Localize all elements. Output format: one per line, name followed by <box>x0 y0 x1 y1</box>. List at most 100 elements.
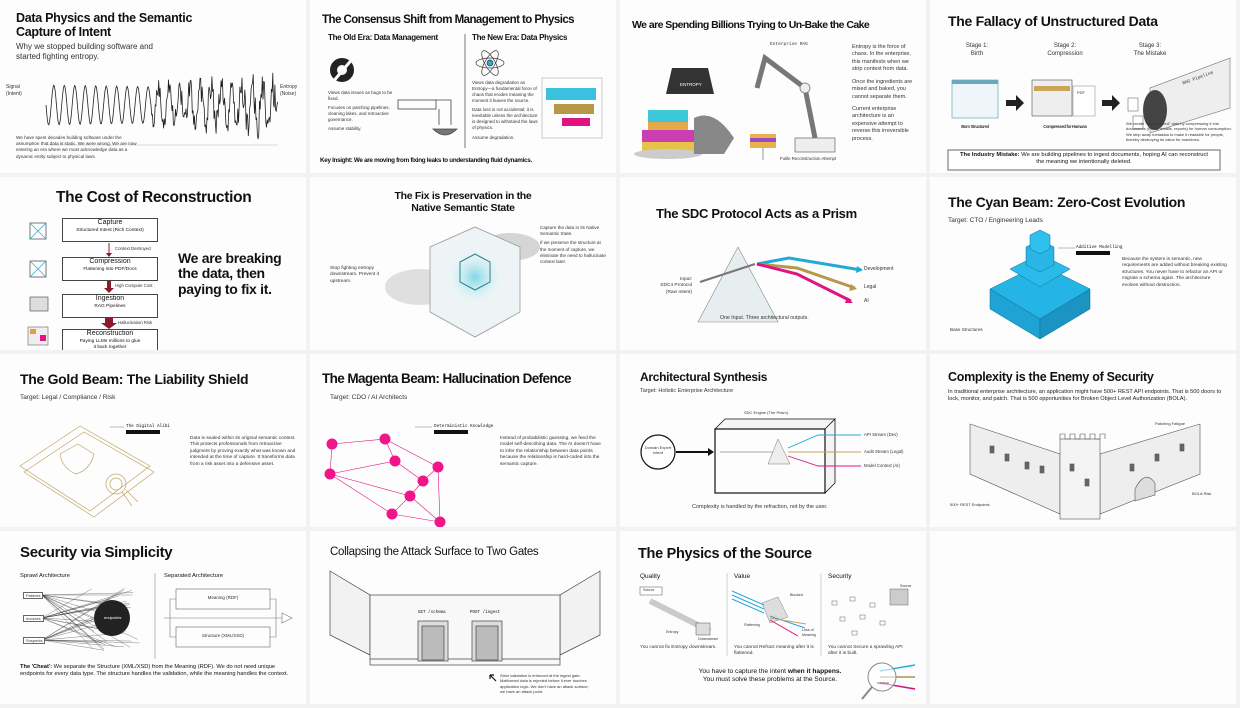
graph-node <box>325 469 336 480</box>
label-patching-fatigue: Patching Fatigue <box>1155 421 1185 426</box>
graph-node <box>433 462 444 473</box>
graph-node <box>380 434 391 445</box>
slide-fallacy-unstructured[interactable]: The Fallacy of Unstructured Data Stage 1… <box>930 0 1236 173</box>
graph-edge <box>332 439 385 444</box>
source-invoices: Invoices <box>23 615 44 622</box>
output-development: Development <box>864 266 893 273</box>
slide-text: Instead of probabilistic guessing, we fe… <box>500 436 606 468</box>
graph-node <box>390 456 401 467</box>
statement: We are breaking the data, then paying to… <box>178 251 298 297</box>
security-text: You cannot Secure a sprawling API after … <box>828 645 912 658</box>
step-ingestion: IngestionRAG Pipelines <box>62 294 158 318</box>
slide-sdc-prism[interactable]: The SDC Protocol Acts as a Prism Input: … <box>620 177 926 350</box>
cheat-text: The 'Cheat': We separate the Structure (… <box>20 664 300 679</box>
value-label-blocked: Blocked <box>790 593 803 598</box>
graph-node <box>387 509 398 520</box>
slide-security-simplicity[interactable]: Security via Simplicity Sprawl Architect… <box>0 531 306 704</box>
source-suspects: Suspects <box>23 637 45 644</box>
output-legal: Legal <box>864 284 876 291</box>
graph-edge <box>330 474 392 514</box>
born-structured-caption: Born Structured <box>952 124 998 130</box>
atom-icon <box>476 48 504 77</box>
callout-label: The Digital Alibi <box>126 424 170 429</box>
slide-two-gates[interactable]: Collapsing the Attack Surface to Two Gat… <box>310 531 616 704</box>
stream-model: Model Context (AI) <box>864 463 900 469</box>
slide-consensus-shift[interactable]: The Consensus Shift from Management to P… <box>310 0 616 173</box>
gear-wrench-icon <box>330 57 354 83</box>
gate-get-schema[interactable]: GET /schema <box>418 611 446 615</box>
stages-illustration <box>930 0 1236 173</box>
graph-edge <box>438 467 440 522</box>
right-text: Capture the data in its Native Semantic … <box>540 225 606 265</box>
slide-data-physics[interactable]: Data Physics and the Semantic Capture of… <box>0 0 306 173</box>
slide-gold-beam[interactable]: The Gold Beam: The Liability Shield Targ… <box>0 354 306 527</box>
slide-cost-reconstruction[interactable]: The Cost of Reconstruction CaptureStruct… <box>0 177 306 350</box>
graph-node <box>327 439 338 450</box>
output-ai: AI <box>864 298 869 305</box>
caption: Complexity is handled by the refraction,… <box>692 504 827 511</box>
callout-label: Deterministic Knowledge <box>434 424 493 429</box>
graph-edge <box>410 496 440 522</box>
pipe-icon <box>398 100 457 135</box>
lens-label: SOURCE <box>877 682 889 686</box>
slide-complexity-security[interactable]: Complexity is the Enemy of Security In t… <box>930 354 1236 527</box>
input-label: Input: SDC4 Protocol (Raw Intent) <box>648 277 692 296</box>
weight-icon <box>666 68 714 94</box>
quality-label-entropy: Entropy <box>666 630 678 635</box>
sprawl-connection <box>42 593 133 595</box>
prism-diagram <box>620 177 926 350</box>
slide-text: Data is sealed within its original seman… <box>190 436 296 468</box>
slide-architectural-synthesis[interactable]: Architectural Synthesis Target: Holistic… <box>620 354 926 527</box>
graph-edge <box>330 461 395 474</box>
slide-text: Strict validation is enforced at the ing… <box>500 673 592 695</box>
closing-statement: You have to capture the intent when it h… <box>670 668 870 684</box>
slide-magenta-beam[interactable]: The Magenta Beam: Hallucination Defence … <box>310 354 616 527</box>
graph-edge <box>330 474 410 496</box>
graph-node <box>418 476 429 487</box>
sprawl-connection <box>42 595 96 641</box>
left-text: Stop fighting entropy downstream. Preven… <box>330 266 390 285</box>
compressed-caption: Compressed for Humans <box>1025 124 1105 130</box>
old-era-text: Views data issues as bugs to be fixed.Fo… <box>328 90 394 132</box>
pipeline-diagram-icon <box>542 78 602 138</box>
label-bola-risk: BOLA Risk <box>1192 491 1211 496</box>
base-label: Base Structures <box>950 327 983 333</box>
slide-body: We have spent decades building software … <box>16 135 141 160</box>
gate-post-ingest[interactable]: POST /ingest <box>470 611 500 615</box>
futile-caption: Futile Reconstruction Attempt <box>780 156 836 162</box>
robot-label: Enterprise RAG <box>770 42 808 48</box>
entropy-text: Entropy is the force of chaos. In the en… <box>852 44 920 143</box>
key-insight: Key Insight: We are moving from fixing l… <box>320 158 532 165</box>
graph-edge <box>392 514 440 522</box>
sprawl-connection <box>42 640 124 647</box>
new-era-text: Views data degradation as Entropy—a fund… <box>472 80 540 141</box>
sdc-engine-diagram <box>620 354 926 527</box>
layer-structure: Structure (XML/XSD) <box>176 633 270 639</box>
quality-text: You cannot fix Entropy downstream. <box>640 645 720 651</box>
stream-audit: Audit Stream (Legal) <box>864 449 903 455</box>
pdf-label: PDF <box>1077 90 1085 95</box>
slide-physics-source[interactable]: The Physics of the Source Quality Value … <box>620 531 926 704</box>
quality-label-source: Source <box>643 588 654 593</box>
endpoints-label: endpoints <box>104 615 121 620</box>
callout-label: Additive Modelling <box>1076 245 1122 250</box>
weight-label: ENTROPY <box>680 82 702 88</box>
quality-label-downstream: Downstream <box>698 637 718 642</box>
source-patients: Patients <box>23 592 43 599</box>
slide-unbake-cake[interactable]: We are Spending Billions Trying to Un-Ba… <box>620 0 926 173</box>
mistake-text: We create "unstructured" data by compres… <box>1126 121 1232 143</box>
arrow-label: High Compute Cost <box>115 283 153 289</box>
security-label-source: Source <box>900 584 911 589</box>
value-text: You cannot Refract meaning after it is f… <box>734 645 814 658</box>
arrow-label: Context Destroyed <box>115 246 151 252</box>
stream-api: API Stream (Dev) <box>864 432 898 438</box>
step-compression: CompressionFlattening into PDF/Docs <box>62 257 158 281</box>
graph-node <box>435 517 446 528</box>
input-label: Domain Expert Intent <box>644 445 672 456</box>
slide-cyan-beam[interactable]: The Cyan Beam: Zero-Cost Evolution Targe… <box>930 177 1236 350</box>
value-label-loss: Loss of Meaning <box>802 628 820 638</box>
caption: One Input. Three architectural outputs. <box>720 315 809 322</box>
slide-fix-preservation[interactable]: The Fix is Preservation in the Native Se… <box>310 177 616 350</box>
label-rest-endpoints: 500+ REST Endpoints <box>950 502 990 507</box>
